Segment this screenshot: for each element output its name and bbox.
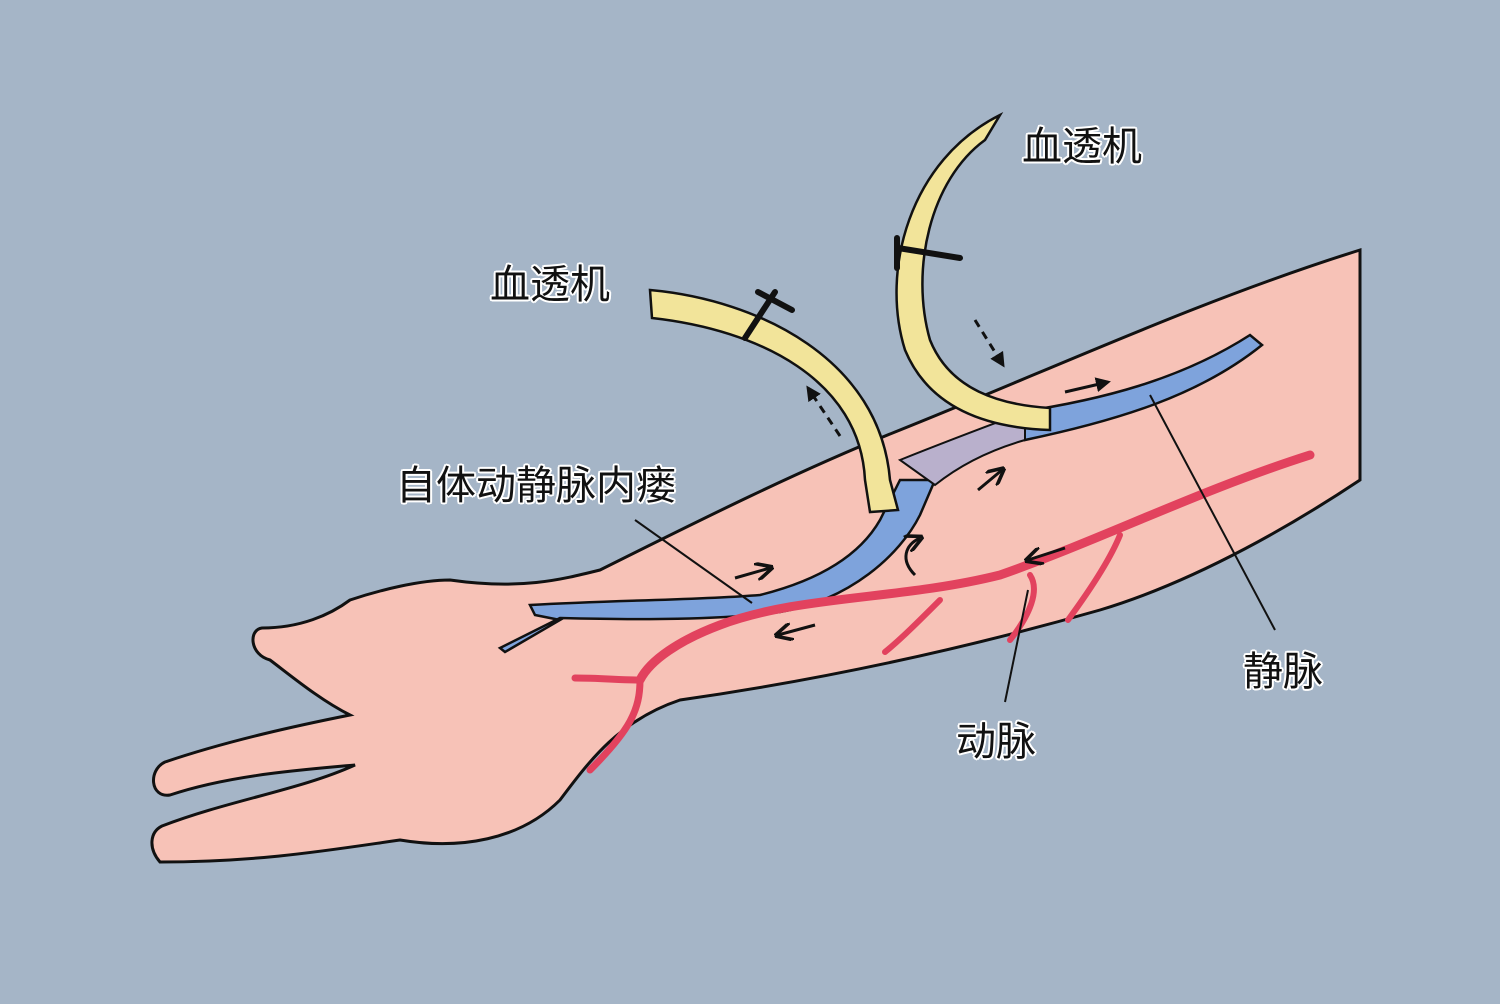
tube-right (894, 111, 1052, 432)
leader-lines (634, 394, 1276, 703)
label-artery: 动脉 (956, 719, 1036, 765)
label-vein: 静脉 (1243, 649, 1323, 695)
artery (571, 450, 1315, 774)
label-machine-right: 血透机 (1022, 124, 1142, 170)
label-fistula: 自体动静脉内瘘 (396, 463, 676, 509)
label-machine-left: 血透机 (490, 262, 610, 308)
arm (150, 247, 1362, 864)
tube-left (648, 288, 900, 514)
flow-arrows (734, 319, 1111, 635)
vein (497, 333, 1264, 654)
